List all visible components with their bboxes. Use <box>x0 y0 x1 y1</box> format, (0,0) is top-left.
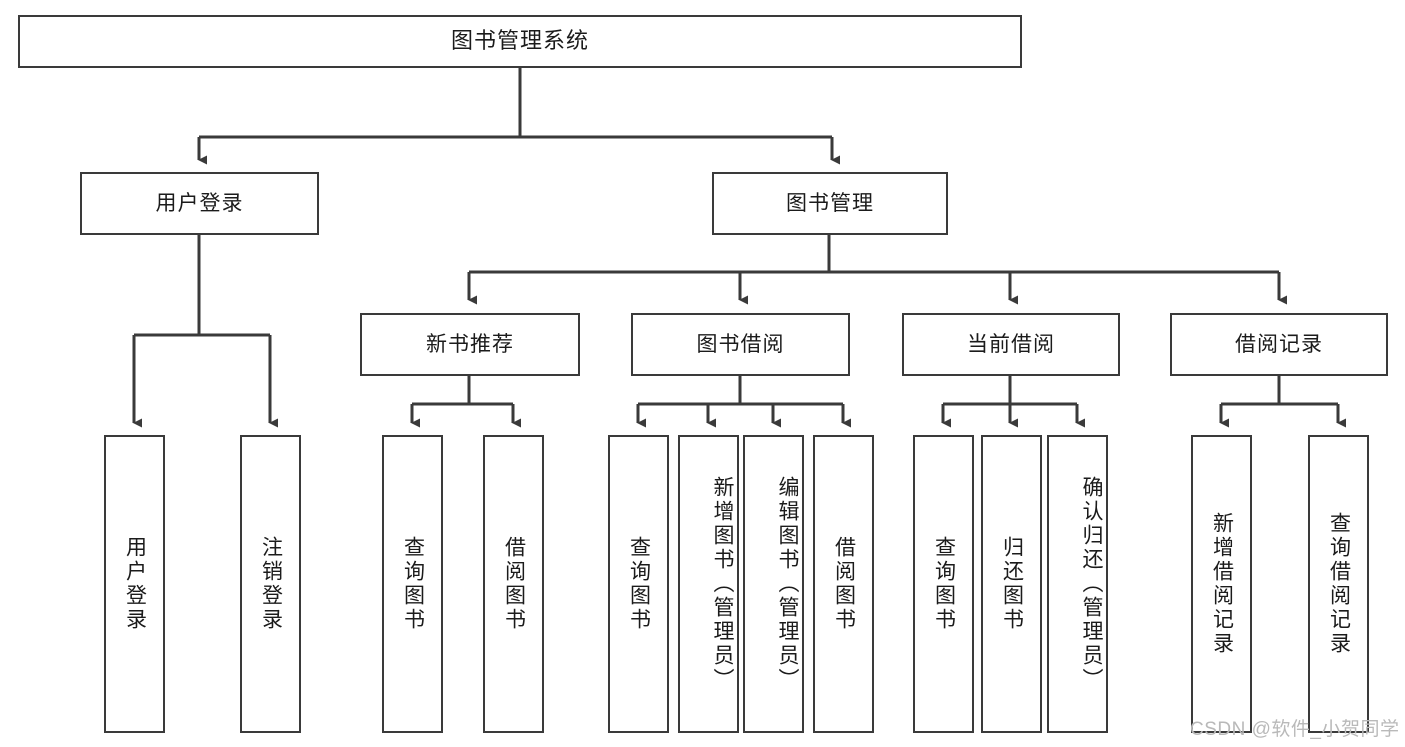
leaf-query-book-current[interactable]: 查询图书 <box>913 435 974 733</box>
node-label: 新增借阅记录 <box>1210 512 1234 656</box>
node-label: 借阅图书 <box>832 536 856 632</box>
node-current-borrow[interactable]: 当前借阅 <box>902 313 1120 376</box>
watermark-text: CSDN @软件_小贺同学 <box>1190 719 1400 740</box>
node-label: 新增图书（管理员） <box>711 476 734 692</box>
leaf-edit-book-admin[interactable]: 编辑图书（管理员） <box>743 435 804 733</box>
node-borrow-record[interactable]: 借阅记录 <box>1170 313 1388 376</box>
node-label: 借阅记录 <box>1235 332 1323 356</box>
node-label: 确认归还（管理员） <box>1080 476 1103 692</box>
node-root-book-management-system[interactable]: 图书管理系统 <box>18 15 1022 68</box>
node-book-management[interactable]: 图书管理 <box>712 172 948 235</box>
node-label: 查询借阅记录 <box>1327 512 1351 656</box>
node-label: 查询图书 <box>627 536 651 632</box>
node-label: 图书借阅 <box>696 332 785 356</box>
node-label: 查询图书 <box>401 536 425 632</box>
leaf-borrow-book-recommend[interactable]: 借阅图书 <box>483 435 544 733</box>
node-user-login[interactable]: 用户登录 <box>80 172 319 235</box>
node-label: 用户登录 <box>155 191 244 215</box>
leaf-confirm-return-admin[interactable]: 确认归还（管理员） <box>1047 435 1108 733</box>
node-label: 查询图书 <box>932 536 956 632</box>
node-label: 编辑图书（管理员） <box>776 476 799 692</box>
node-label: 注销登录 <box>259 536 283 632</box>
leaf-return-book[interactable]: 归还图书 <box>981 435 1042 733</box>
node-label: 借阅图书 <box>502 536 526 632</box>
leaf-logout[interactable]: 注销登录 <box>240 435 301 733</box>
node-label: 归还图书 <box>1000 536 1024 632</box>
node-label: 新书推荐 <box>426 332 514 356</box>
leaf-add-book-admin[interactable]: 新增图书（管理员） <box>678 435 739 733</box>
node-label: 当前借阅 <box>967 332 1055 356</box>
node-book-borrow[interactable]: 图书借阅 <box>631 313 850 376</box>
leaf-add-borrow-record[interactable]: 新增借阅记录 <box>1191 435 1252 733</box>
node-label: 用户登录 <box>123 536 147 632</box>
node-new-book-recommend[interactable]: 新书推荐 <box>360 313 580 376</box>
leaf-query-book-recommend[interactable]: 查询图书 <box>382 435 443 733</box>
leaf-query-book-borrow[interactable]: 查询图书 <box>608 435 669 733</box>
leaf-query-borrow-record[interactable]: 查询借阅记录 <box>1308 435 1369 733</box>
leaf-user-login[interactable]: 用户登录 <box>104 435 165 733</box>
node-label: 图书管理系统 <box>450 28 589 54</box>
leaf-borrow-book[interactable]: 借阅图书 <box>813 435 874 733</box>
node-label: 图书管理 <box>786 191 874 215</box>
